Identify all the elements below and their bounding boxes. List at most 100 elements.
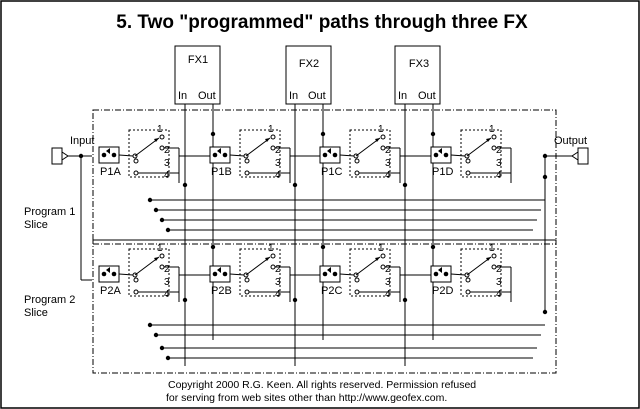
wiper	[245, 256, 271, 276]
position-label-2: 2	[164, 264, 170, 275]
selector-dot	[101, 152, 107, 158]
jack-tip	[571, 151, 579, 161]
position-label-4: 4	[385, 170, 391, 181]
position-contact-4	[133, 170, 139, 176]
fx-send-junction	[402, 297, 408, 303]
wiper-tip	[375, 138, 380, 142]
input-jack	[51, 147, 74, 165]
fx3-in-label: In	[398, 90, 407, 102]
fx-send-junction	[182, 182, 188, 188]
position-contact-3	[465, 277, 471, 283]
switch-lead	[450, 273, 466, 276]
output-label: Output	[554, 135, 587, 147]
wiper	[245, 137, 271, 157]
fx2-label: FX2	[299, 58, 319, 70]
selector-arrow	[327, 148, 331, 154]
selector-arrow	[217, 267, 221, 273]
wiper-tip	[486, 257, 491, 261]
wiper-tip	[154, 138, 159, 142]
selector-dot	[332, 271, 338, 277]
position-label-1: 1	[268, 124, 274, 135]
position-label-1: 1	[378, 243, 384, 254]
position-label-1: 1	[157, 124, 163, 135]
program1-label: Program 1	[24, 206, 75, 218]
position-contact-4	[354, 170, 360, 176]
position-contact-4	[133, 289, 139, 295]
position-label-3: 3	[385, 277, 391, 288]
fx1-box: FX1 In Out	[174, 45, 221, 105]
input-label: Input	[70, 135, 94, 147]
position-contact-1	[270, 253, 276, 259]
selector-dot	[443, 152, 449, 158]
fx3-label: FX3	[409, 58, 429, 70]
position-contact-1	[380, 134, 386, 140]
switch-label: P2C	[321, 285, 342, 297]
position-contact-4	[465, 170, 471, 176]
fx-send-junction	[182, 297, 188, 303]
position-label-3: 3	[164, 158, 170, 169]
copyright-line-1: Copyright 2000 R.G. Keen. All rights res…	[168, 379, 476, 391]
switch-label: P1B	[211, 166, 232, 178]
position-label-3: 3	[496, 277, 502, 288]
selector-arrow	[106, 148, 110, 154]
position-label-3: 3	[385, 158, 391, 169]
position-label-1: 1	[489, 243, 495, 254]
fx1-label: FX1	[188, 54, 208, 66]
fx-return-junction	[430, 244, 436, 250]
switch-lead	[450, 154, 466, 157]
selector-dot	[332, 152, 338, 158]
position-contact-1	[159, 253, 165, 259]
position-contact-1	[491, 253, 497, 259]
switch-housing	[460, 248, 502, 297]
wiper-tip	[154, 257, 159, 261]
position-contact-1	[491, 134, 497, 140]
fx3-box: FX3 In Out	[394, 45, 441, 105]
wiper	[355, 256, 381, 276]
switch-housing	[349, 248, 391, 297]
wiper	[134, 256, 160, 276]
position-contact-3	[244, 277, 250, 283]
position-contact-3	[354, 277, 360, 283]
position-label-4: 4	[164, 170, 170, 181]
switch-label: P2D	[432, 285, 453, 297]
wiper-tip	[486, 138, 491, 142]
fx-return-junction	[320, 131, 326, 137]
fx2-out-label: Out	[308, 90, 326, 102]
fx1-out-label: Out	[198, 90, 216, 102]
selector-dot	[101, 271, 107, 277]
position-contact-3	[354, 158, 360, 164]
position-label-1: 1	[157, 243, 163, 254]
bus-junction	[147, 322, 153, 328]
selector-dot	[111, 271, 117, 277]
bus-junction	[165, 355, 171, 361]
position-label-4: 4	[275, 289, 281, 300]
position-contact-1	[380, 253, 386, 259]
switch-label: P2B	[211, 285, 232, 297]
position-label-2: 2	[275, 264, 281, 275]
selector-dot	[212, 152, 218, 158]
bus-junction	[165, 227, 171, 233]
fx-return-junction	[320, 244, 326, 250]
jack-tip	[61, 151, 69, 161]
switch-housing	[349, 129, 391, 178]
position-label-1: 1	[378, 124, 384, 135]
fx-send-junction	[402, 182, 408, 188]
position-contact-3	[465, 158, 471, 164]
position-label-2: 2	[275, 145, 281, 156]
fx-return-junction	[430, 131, 436, 137]
position-contact-1	[270, 134, 276, 140]
copyright-line-2: for serving from web sites other than ht…	[166, 392, 447, 404]
switch-label: P1D	[432, 166, 453, 178]
selector-dot	[111, 152, 117, 158]
fx-send-junction	[292, 297, 298, 303]
wiper-tip	[265, 138, 270, 142]
position-label-4: 4	[496, 289, 502, 300]
switch-housing	[460, 129, 502, 178]
switch-lead	[229, 154, 245, 157]
position-label-3: 3	[275, 158, 281, 169]
position-label-4: 4	[164, 289, 170, 300]
